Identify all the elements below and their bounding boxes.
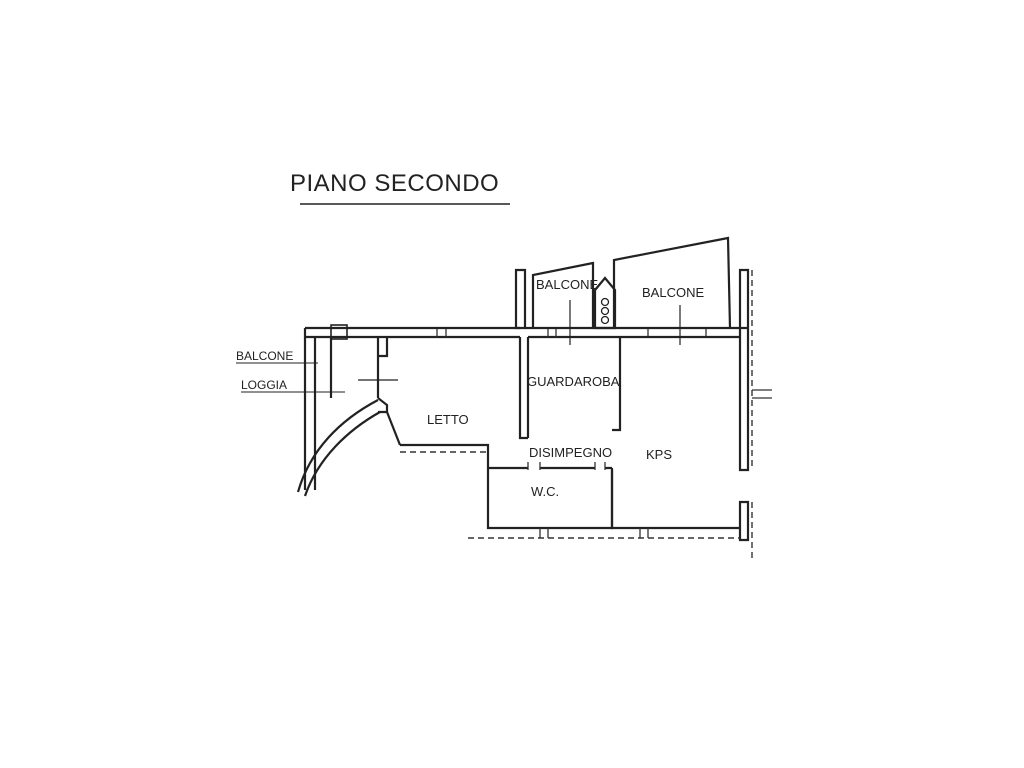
kps-bottom-tick	[639, 528, 649, 538]
letto-walls	[385, 329, 528, 468]
loggia-jamb	[378, 337, 389, 358]
arc-outer	[296, 399, 379, 493]
wc-door-jambs	[527, 462, 541, 470]
plan-title: PIANO SECONDO	[290, 170, 510, 205]
kps-side-opening	[752, 389, 772, 399]
balcone-right-outline	[612, 236, 732, 329]
exterior-walls	[303, 268, 748, 490]
guardaroba-right-wall	[612, 337, 622, 432]
letto-right-wall	[518, 337, 528, 440]
label-letto: LETTO	[427, 412, 469, 427]
loggia-lower-jamb	[377, 397, 389, 414]
left-annotations: BALCONE LOGGIA	[236, 349, 345, 393]
label-kps: KPS	[646, 447, 672, 462]
label-loggia: LOGGIA	[241, 378, 287, 392]
plan-title-text: PIANO SECONDO	[290, 170, 499, 197]
wc-bottom-tick	[539, 528, 549, 538]
kps-bottom-pier	[738, 500, 750, 542]
flue-3	[600, 315, 610, 325]
label-balcone-center: BALCONE	[536, 277, 598, 292]
kps-door-jambs	[594, 462, 606, 470]
letto-diagonal-wall	[385, 411, 402, 446]
letto-bottom-wall	[400, 443, 490, 468]
arc-inner	[303, 411, 381, 497]
label-balcone-right: BALCONE	[642, 285, 704, 300]
flue-2	[600, 306, 610, 316]
wc-walls	[486, 462, 614, 538]
wc-outline	[486, 468, 614, 530]
balcone-center-shape	[531, 261, 595, 345]
label-guardaroba: GUARDAROBA	[527, 374, 620, 389]
balcone-center-outline	[531, 261, 595, 328]
flue-1	[600, 297, 610, 307]
label-wc: W.C.	[531, 484, 559, 499]
balcone-right-shape	[612, 236, 732, 345]
kps-bottom-wall	[610, 470, 740, 530]
label-disimpegno: DISIMPEGNO	[529, 445, 612, 460]
kps-walls	[610, 268, 772, 560]
guardaroba-walls	[526, 329, 622, 438]
label-balcone-left: BALCONE	[236, 349, 293, 363]
top-pier-left	[514, 268, 527, 330]
kps-right-wall	[738, 268, 750, 472]
